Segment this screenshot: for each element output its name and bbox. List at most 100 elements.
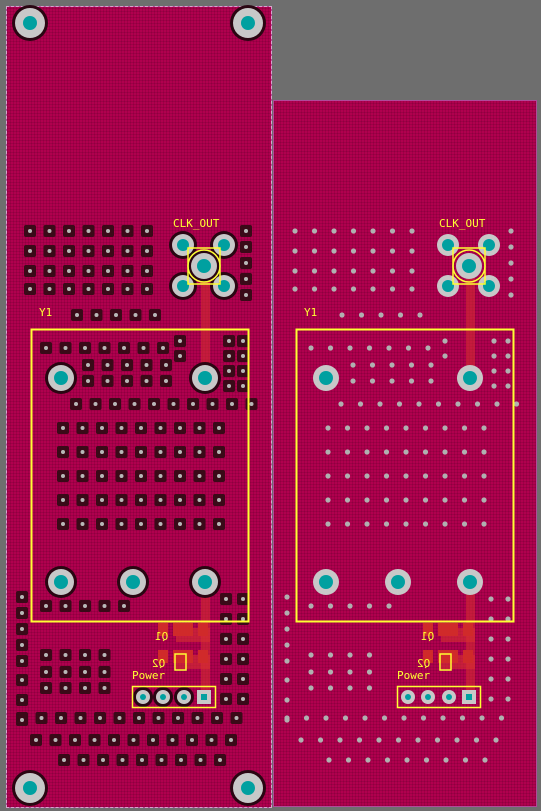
sma-pad-hole bbox=[218, 239, 230, 251]
proto-hole bbox=[61, 474, 65, 478]
proto-pad bbox=[459, 715, 466, 721]
proto-pad bbox=[442, 449, 448, 455]
proto-pad bbox=[366, 603, 373, 609]
proto-hole bbox=[171, 402, 176, 406]
proto-hole bbox=[61, 498, 65, 502]
proto-hole bbox=[61, 426, 65, 430]
proto-hole bbox=[100, 474, 104, 478]
q1-label-3d: Q1 bbox=[421, 630, 435, 643]
smd-pad bbox=[423, 650, 433, 663]
proto-pad bbox=[403, 521, 409, 527]
proto-hole bbox=[241, 354, 245, 358]
sma-connector-icon[interactable] bbox=[170, 232, 238, 300]
proto-pad bbox=[344, 449, 351, 455]
proto-pad bbox=[344, 425, 351, 431]
proto-hole bbox=[44, 653, 48, 657]
sma-ring bbox=[452, 249, 486, 283]
proto-pad bbox=[505, 676, 511, 682]
sma-pad-hole bbox=[483, 239, 495, 251]
proto-pad bbox=[403, 425, 409, 431]
sma-connector-icon[interactable] bbox=[435, 232, 503, 300]
proto-hole bbox=[119, 426, 124, 430]
proto-hole bbox=[20, 698, 24, 702]
proto-hole bbox=[106, 229, 110, 233]
proto-pad bbox=[409, 286, 415, 292]
crystal-pin-hole bbox=[198, 371, 212, 385]
proto-pad bbox=[454, 737, 460, 743]
crystal-oscillator-icon[interactable] bbox=[31, 329, 249, 622]
proto-pad bbox=[409, 228, 415, 234]
proto-pad bbox=[435, 401, 442, 407]
proto-hole bbox=[112, 738, 116, 742]
proto-pad bbox=[383, 521, 390, 527]
proto-pad bbox=[370, 248, 376, 254]
proto-hole bbox=[47, 269, 52, 273]
proto-hole bbox=[94, 313, 99, 317]
proto-pad bbox=[389, 268, 396, 274]
proto-hole bbox=[28, 287, 32, 291]
clk-out-label-3d: CLK_OUT bbox=[439, 217, 486, 230]
proto-pad bbox=[366, 685, 373, 691]
proto-hole bbox=[190, 738, 194, 742]
mounting-hole-icon bbox=[15, 8, 45, 38]
proto-hole bbox=[145, 229, 149, 233]
proto-hole bbox=[144, 379, 149, 383]
crystal-oscillator-icon[interactable] bbox=[296, 329, 514, 622]
proto-hole bbox=[86, 363, 90, 367]
proto-hole bbox=[158, 450, 163, 454]
pin-header-icon[interactable] bbox=[132, 686, 216, 708]
smd-pad bbox=[183, 623, 193, 636]
proto-pad bbox=[311, 268, 318, 274]
proto-pad bbox=[403, 497, 409, 503]
smd-pad bbox=[158, 650, 168, 663]
proto-pad bbox=[505, 383, 511, 389]
proto-hole bbox=[244, 277, 248, 281]
mounting-hole-hole bbox=[23, 781, 37, 795]
proto-hole bbox=[164, 379, 168, 383]
proto-pad bbox=[505, 368, 511, 374]
mounting-hole-hole bbox=[241, 781, 255, 795]
proto-hole bbox=[75, 313, 79, 317]
power-label: Power bbox=[132, 669, 166, 682]
proto-hole bbox=[20, 678, 24, 682]
proto-hole bbox=[241, 637, 245, 641]
proto-pad bbox=[383, 473, 390, 479]
proto-hole bbox=[178, 339, 182, 343]
proto-pad bbox=[422, 473, 429, 479]
crystal-pin-hole bbox=[319, 371, 333, 385]
proto-hole bbox=[197, 426, 202, 430]
mounting-hole-icon bbox=[233, 773, 263, 803]
proto-hole bbox=[161, 346, 165, 350]
proto-hole bbox=[83, 670, 87, 674]
proto-pad bbox=[292, 248, 298, 254]
header-outline bbox=[396, 685, 482, 709]
sma-pad-hole bbox=[218, 280, 230, 292]
proto-hole bbox=[217, 474, 221, 478]
header-pin-hole bbox=[446, 694, 452, 700]
proto-hole bbox=[83, 346, 87, 350]
proto-pad bbox=[404, 757, 410, 763]
proto-pad bbox=[415, 737, 421, 743]
proto-pad bbox=[331, 248, 337, 254]
proto-hole bbox=[86, 269, 91, 273]
proto-pad bbox=[311, 286, 318, 292]
proto-pad bbox=[325, 473, 331, 479]
proto-hole bbox=[244, 261, 248, 265]
proto-hole bbox=[101, 758, 105, 762]
q2-outline bbox=[439, 653, 452, 671]
proto-pad bbox=[508, 260, 514, 266]
pin-header-icon[interactable] bbox=[397, 686, 481, 708]
proto-hole bbox=[20, 643, 24, 647]
proto-pad bbox=[347, 669, 353, 675]
proto-hole bbox=[229, 738, 233, 742]
proto-pad bbox=[434, 737, 441, 743]
silkscreen-layer bbox=[30, 247, 515, 709]
smd-pad bbox=[198, 623, 208, 636]
proto-pad bbox=[370, 228, 376, 234]
proto-pad bbox=[292, 286, 298, 292]
proto-hole bbox=[224, 657, 228, 661]
proto-pad bbox=[462, 757, 469, 763]
header-pin-hole bbox=[425, 694, 431, 700]
proto-hole bbox=[44, 686, 48, 690]
smd-pad bbox=[423, 623, 433, 636]
